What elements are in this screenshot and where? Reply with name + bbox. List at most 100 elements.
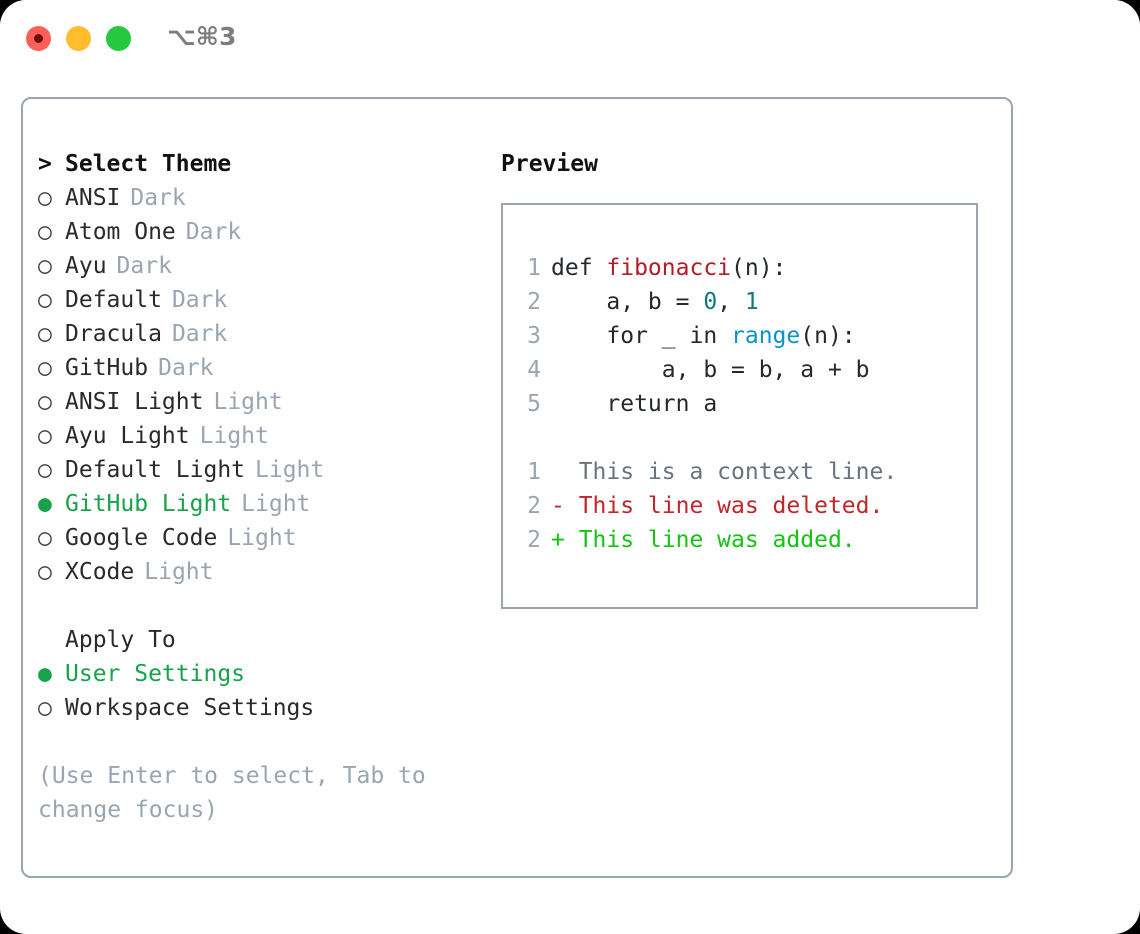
code-token-plain: (n): bbox=[731, 255, 787, 281]
apply-to-option-label: Workspace Settings bbox=[65, 695, 315, 721]
radio-unselected-icon[interactable]: ○ bbox=[38, 525, 52, 551]
radio-unselected-icon[interactable]: ○ bbox=[38, 185, 52, 211]
code-token-plain: a, b = b, a + b bbox=[551, 357, 870, 383]
code-token-plain: return a bbox=[551, 391, 718, 417]
theme-list-item[interactable]: ○ Ayu Light Light bbox=[38, 419, 498, 453]
keyboard-hint: (Use Enter to select, Tab to change focu… bbox=[38, 763, 426, 823]
diff-line-text: + This line was added. bbox=[551, 527, 856, 553]
theme-name: Dracula bbox=[65, 321, 162, 347]
code-token-num: 0 bbox=[703, 289, 718, 315]
theme-category-tag: Light bbox=[241, 491, 311, 517]
code-token-plain: a, b = bbox=[551, 289, 704, 315]
theme-list-item[interactable]: ○ Ayu Dark bbox=[38, 249, 498, 283]
theme-category-tag: Light bbox=[199, 423, 269, 449]
theme-list-item[interactable]: ○ ANSI Light Light bbox=[38, 385, 498, 419]
radio-unselected-icon[interactable]: ○ bbox=[38, 389, 52, 415]
radio-unselected-icon[interactable]: ○ bbox=[38, 355, 52, 381]
radio-selected-icon[interactable]: ● bbox=[38, 661, 52, 687]
line-number: 3 bbox=[527, 323, 541, 349]
theme-list-item[interactable]: ○ XCode Light bbox=[38, 555, 498, 589]
code-token-plain: , bbox=[717, 289, 745, 315]
theme-name: XCode bbox=[65, 559, 135, 585]
code-token-plain: for _ in bbox=[551, 323, 732, 349]
theme-name: Google Code bbox=[65, 525, 218, 551]
code-line: 5 return a bbox=[517, 387, 970, 421]
theme-category-tag: Light bbox=[144, 559, 214, 585]
radio-unselected-icon[interactable]: ○ bbox=[38, 457, 52, 483]
code-line-text: for _ in range(n): bbox=[551, 319, 855, 353]
preview-title: Preview bbox=[501, 151, 598, 177]
code-line: 4 a, b = b, a + b bbox=[517, 353, 970, 387]
theme-category-tag: Dark bbox=[116, 253, 172, 279]
apply-to-option-label: User Settings bbox=[65, 661, 246, 687]
theme-category-tag: Dark bbox=[158, 355, 214, 381]
code-token-num: 1 bbox=[744, 289, 759, 315]
code-line-text: a, b = b, a + b bbox=[551, 353, 870, 387]
radio-selected-icon[interactable]: ● bbox=[38, 491, 52, 517]
theme-name: Default Light bbox=[65, 457, 246, 483]
diff-line-text: This is a context line. bbox=[551, 459, 898, 485]
theme-list-item[interactable]: ○ Dracula Dark bbox=[38, 317, 498, 351]
code-token-builtin: range bbox=[731, 323, 801, 349]
theme-list-item[interactable]: ○ Default Light Light bbox=[38, 453, 498, 487]
radio-unselected-icon[interactable]: ○ bbox=[38, 253, 52, 279]
radio-unselected-icon[interactable]: ○ bbox=[38, 695, 52, 721]
line-number: 5 bbox=[527, 391, 541, 417]
code-line: 3 for _ in range(n): bbox=[517, 319, 970, 353]
apply-to-option[interactable]: ● User Settings bbox=[38, 657, 498, 691]
theme-name: ANSI bbox=[65, 185, 121, 211]
radio-unselected-icon[interactable]: ○ bbox=[38, 559, 52, 585]
apply-to-header: Apply To bbox=[38, 623, 498, 657]
radio-unselected-icon[interactable]: ○ bbox=[38, 321, 52, 347]
diff-line-text: - This line was deleted. bbox=[551, 493, 884, 519]
line-number: 2 bbox=[527, 493, 541, 519]
apply-to-option[interactable]: ○ Workspace Settings bbox=[38, 691, 498, 725]
theme-name: Default bbox=[65, 287, 162, 313]
code-line: 1 def fibonacci(n): bbox=[517, 251, 970, 285]
keyboard-shortcut-label: ⌥⌘3 bbox=[167, 22, 237, 51]
code-token-func: fibonacci bbox=[606, 255, 732, 281]
radio-unselected-icon[interactable]: ○ bbox=[38, 423, 52, 449]
line-number: 1 bbox=[527, 459, 541, 485]
theme-category-tag: Dark bbox=[185, 219, 242, 245]
line-number: 4 bbox=[527, 357, 541, 383]
apply-to-label: Apply To bbox=[65, 627, 176, 653]
title-bar: ⌥⌘3 bbox=[0, 0, 1140, 76]
minimize-button[interactable] bbox=[66, 26, 91, 51]
theme-list-item[interactable]: ● GitHub Light Light bbox=[38, 487, 498, 521]
theme-name: Ayu bbox=[65, 253, 107, 279]
line-number: 2 bbox=[527, 527, 541, 553]
diff-lines: 1 This is a context line. 2 - This line wa… bbox=[517, 455, 970, 557]
code-line-text: return a bbox=[551, 387, 717, 421]
theme-category-tag: Light bbox=[213, 389, 283, 415]
close-button[interactable] bbox=[26, 26, 51, 51]
theme-category-tag: Dark bbox=[171, 321, 228, 347]
code-line: 2 a, b = 0, 1 bbox=[517, 285, 970, 319]
diff-line: 2 - This line was deleted. bbox=[517, 489, 970, 523]
theme-category-tag: Light bbox=[255, 457, 325, 483]
theme-list-header: > Select Theme bbox=[38, 147, 498, 181]
diff-line: 1 This is a context line. bbox=[517, 455, 970, 489]
radio-unselected-icon[interactable]: ○ bbox=[38, 219, 52, 245]
theme-name: ANSI Light bbox=[65, 389, 204, 415]
theme-name: Ayu Light bbox=[65, 423, 190, 449]
maximize-button[interactable] bbox=[106, 26, 131, 51]
code-line-text: def fibonacci(n): bbox=[551, 251, 786, 285]
line-number: 2 bbox=[527, 289, 541, 315]
theme-name: GitHub Light bbox=[65, 491, 232, 517]
line-number: 1 bbox=[527, 255, 541, 281]
radio-unselected-icon[interactable]: ○ bbox=[38, 287, 52, 313]
